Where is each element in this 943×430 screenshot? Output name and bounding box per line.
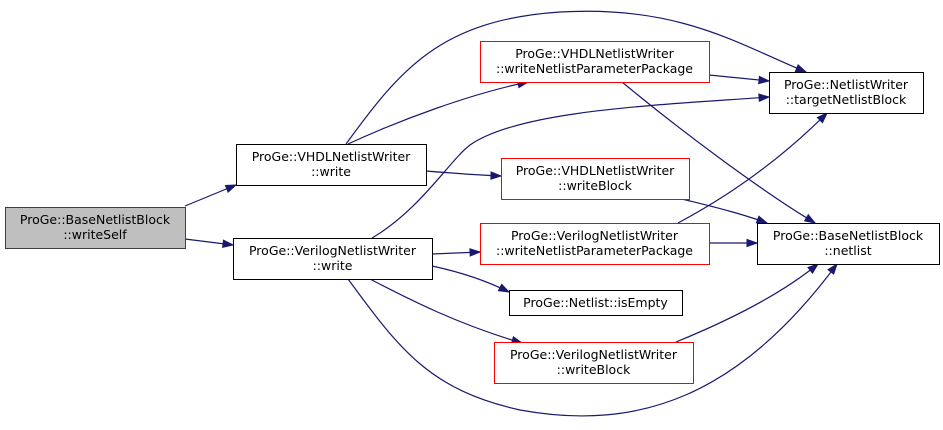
edge-line xyxy=(371,96,770,239)
node-label-line2: ::netlist xyxy=(824,243,871,258)
node-writeSelf[interactable]: ProGe::BaseNetlistBlock::writeSelf xyxy=(5,207,186,249)
node-box[interactable] xyxy=(5,207,186,249)
edge-line xyxy=(621,81,816,224)
node-vhdlParamPkg[interactable]: ProGe::VHDLNetlistWriter::writeNetlistPa… xyxy=(480,41,710,83)
node-label-line1: ProGe::VerilogNetlistWriter xyxy=(510,347,678,362)
node-vhdlWriteBlock[interactable]: ProGe::VHDLNetlistWriter::writeBlock xyxy=(501,158,690,200)
edge-arrowhead xyxy=(807,263,820,274)
edges-layer xyxy=(184,10,838,417)
node-label-line1: ProGe::VHDLNetlistWriter xyxy=(515,46,674,61)
edge-verilogWrite-to-isEmpty xyxy=(431,265,511,293)
edge-line xyxy=(345,10,807,145)
node-label-line2: ::writeBlock xyxy=(558,178,632,193)
edge-vhdlParamPkg-to-netlist xyxy=(621,81,817,224)
edge-arrowhead xyxy=(758,93,771,103)
edge-writeSelf-to-vhdlWrite xyxy=(184,184,238,207)
node-netlist[interactable]: ProGe::BaseNetlistBlock::netlist xyxy=(757,223,940,265)
node-vhdlWrite[interactable]: ProGe::VHDLNetlistWriter::write xyxy=(236,144,427,186)
node-verilogWrite[interactable]: ProGe::VerilogNetlistWriter::write xyxy=(233,238,433,280)
node-isEmpty[interactable]: ProGe::Netlist::isEmpty xyxy=(509,290,683,316)
node-box[interactable] xyxy=(480,223,710,265)
edge-vhdlWriteBlock-to-netlist xyxy=(681,198,769,224)
edge-arrowhead xyxy=(758,75,771,85)
node-label-line2: ::write xyxy=(311,164,351,179)
edge-arrowhead xyxy=(755,215,769,224)
edge-writeSelf-to-verilogWrite xyxy=(184,238,235,248)
node-label-line2: ::writeBlock xyxy=(557,362,631,377)
node-box[interactable] xyxy=(757,223,940,265)
node-label-line2: ::writeNetlistParameterPackage xyxy=(496,243,693,258)
node-box[interactable] xyxy=(236,144,427,186)
node-label-line2: ::write xyxy=(313,258,353,273)
edge-verilogParamPkg-to-targetNetlistBlock xyxy=(677,111,829,224)
node-label-line1: ProGe::Netlist::isEmpty xyxy=(523,295,668,310)
edge-line xyxy=(369,278,523,344)
node-label-line1: ProGe::BaseNetlistBlock xyxy=(773,228,924,243)
edge-verilogWrite-to-verilogParamPkg xyxy=(431,248,482,257)
edge-arrowhead xyxy=(222,239,235,248)
edge-arrowhead xyxy=(816,111,829,124)
edge-arrowhead xyxy=(803,213,817,224)
edge-arrowhead xyxy=(224,184,238,193)
edge-vhdlParamPkg-to-targetNetlistBlock xyxy=(708,74,771,85)
node-box[interactable] xyxy=(509,290,683,316)
edge-line xyxy=(431,265,510,293)
edge-verilogWrite-to-targetNetlistBlock xyxy=(371,93,771,239)
node-box[interactable] xyxy=(501,158,690,200)
node-verilogWriteBlock[interactable]: ProGe::VerilogNetlistWriter::writeBlock xyxy=(494,342,694,384)
edge-line xyxy=(681,198,768,224)
edge-arrowhead xyxy=(794,64,808,73)
edge-line xyxy=(347,263,838,417)
edge-arrowhead xyxy=(469,248,482,257)
edge-arrowhead xyxy=(497,283,511,293)
node-label-line2: ::writeNetlistParameterPackage xyxy=(496,61,693,76)
edge-line xyxy=(347,81,529,145)
nodes-layer: ProGe::BaseNetlistBlock::writeSelfProGe:… xyxy=(5,41,940,384)
edge-line xyxy=(677,112,828,224)
node-label-line2: ::targetNetlistBlock xyxy=(786,92,907,107)
node-targetNetlistBlock[interactable]: ProGe::NetlistWriter::targetNetlistBlock xyxy=(769,72,924,114)
node-label-line1: ProGe::VerilogNetlistWriter xyxy=(249,243,417,258)
edge-line xyxy=(675,263,819,343)
edge-arrowhead xyxy=(746,238,759,248)
node-label-line1: ProGe::BaseNetlistBlock xyxy=(20,212,171,227)
edge-vhdlWrite-to-vhdlParamPkg xyxy=(347,79,530,145)
edge-vhdlWrite-to-targetNetlistBlock xyxy=(345,10,808,145)
node-label-line1: ProGe::VHDLNetlistWriter xyxy=(252,149,411,164)
node-box[interactable] xyxy=(233,238,433,280)
node-box[interactable] xyxy=(494,342,694,384)
node-verilogParamPkg[interactable]: ProGe::VerilogNetlistWriter::writeNetlis… xyxy=(480,223,710,265)
node-box[interactable] xyxy=(480,41,710,83)
edge-arrowhead xyxy=(490,171,503,180)
edge-verilogWriteBlock-to-netlist xyxy=(675,263,820,343)
node-box[interactable] xyxy=(769,72,924,114)
node-label-line2: ::writeSelf xyxy=(63,227,127,242)
edge-verilogParamPkg-to-netlist xyxy=(709,238,759,248)
edge-line xyxy=(425,170,502,177)
node-label-line1: ProGe::NetlistWriter xyxy=(784,77,909,92)
edge-verilogWrite-to-netlist xyxy=(347,262,838,417)
edge-arrowhead xyxy=(827,262,838,275)
edge-vhdlWrite-to-vhdlWriteBlock xyxy=(425,170,503,180)
edge-verilogWrite-to-verilogWriteBlock xyxy=(369,278,524,345)
node-label-line1: ProGe::VerilogNetlistWriter xyxy=(511,228,679,243)
node-label-line1: ProGe::VHDLNetlistWriter xyxy=(516,163,675,178)
